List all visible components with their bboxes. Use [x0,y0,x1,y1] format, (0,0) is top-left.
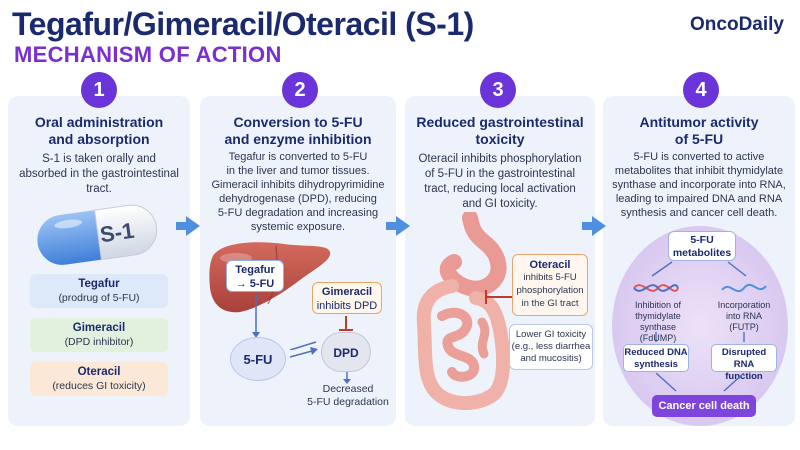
step-1-title: Oral administration and absorption [34,114,164,147]
step-2-badge: 2 [282,72,318,108]
component-tegafur: Tegafur (prodrug of 5-FU) [30,274,168,308]
step-2-description: Tegafur is converted to 5-FU in the live… [211,151,385,233]
flow-arrow-2-to-3 [386,216,410,236]
page-subtitle: MECHANISM OF ACTION [14,42,282,67]
reduced-dna-synthesis-box: Reduced DNA synthesis [623,344,689,372]
step-3-title: Reduced gastrointestinal toxicity [416,114,584,147]
dpd-enzyme: DPD [321,332,371,372]
5fu-molecule: 5-FU [230,337,286,381]
page-title: Tegafur/Gimeracil/Oteracil (S-1) [12,6,474,42]
flow-arrow-1-to-2 [176,216,200,236]
oteracil-inhibition-box: Oteracil inhibits 5-FU phosphorylation i… [512,254,588,316]
step-2-connectors [252,294,353,350]
tegafur-conversion-label: Tegafur → 5-FU [226,260,284,292]
oncodaily-logo: OncoDaily [690,14,784,35]
lower-gi-toxicity-box: Lower GI toxicity (e.g., less diarrhea a… [509,324,593,370]
rna-incorporation-label: Incorporation into RNA (FUTP) [717,300,771,332]
step-1-badge: 1 [81,72,117,108]
component-oteracil: Oteracil (reduces GI toxicity) [30,362,168,396]
step-2-title: Conversion to 5-FU and enzyme inhibition [224,114,372,147]
step-4-title: Antitumor activity of 5-FU [639,114,759,147]
ts-inhibition-label: Inhibition of thymidylate synthase (FdUM… [634,300,682,343]
cancer-cell-death-label: Cancer cell death [652,395,756,417]
gimeracil-inhibits-dpd-label: Gimeracil inhibits DPD [312,282,382,314]
step-1-description: S-1 is taken orally and absorbed in the … [19,153,179,195]
step-3-description: Oteracil inhibits phosphorylation of 5-F… [418,153,582,210]
step-4-description: 5-FU is converted to active metabolites … [612,151,786,219]
disrupted-rna-function-box: Disrupted RNA function [711,344,777,382]
capsule-illustration [37,204,158,265]
flow-arrow-3-to-4 [582,216,606,236]
step-4-badge: 4 [683,72,719,108]
step-3-badge: 3 [480,72,516,108]
5fu-to-dpd-arrow [289,347,318,358]
step-4-pathway-graphics [633,261,767,342]
capsule-label: S-1 [98,217,136,248]
component-gimeracil: Gimeracil (DPD inhibitor) [30,318,168,352]
dpd-to-decreased-arrow [343,372,351,384]
oteracil-inhibition-line [485,290,512,304]
gi-tract-illustration [416,212,511,410]
decreased-degradation-label: Decreased 5-FU degradation [307,383,389,408]
5fu-metabolites-box: 5-FU metabolites [668,231,736,261]
results-to-death-arrows [655,373,745,392]
